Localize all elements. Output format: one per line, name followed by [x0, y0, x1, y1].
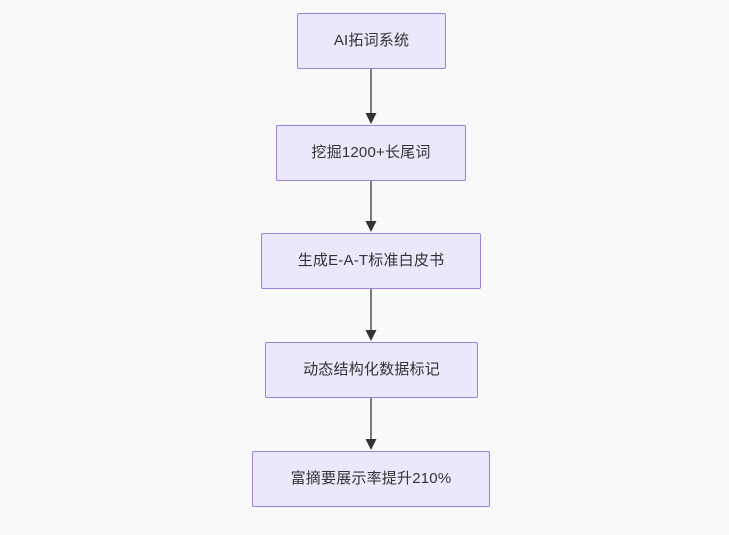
node-label: 动态结构化数据标记	[303, 361, 440, 378]
edge-connector-4	[365, 398, 377, 450]
node-ai-keyword-system[interactable]: AI拓词系统	[297, 13, 446, 69]
edge-connector-3	[365, 289, 377, 341]
node-label: 挖掘1200+长尾词	[311, 144, 431, 161]
node-label: AI拓词系统	[333, 32, 410, 49]
node-mine-longtail-keywords[interactable]: 挖掘1200+长尾词	[276, 125, 466, 181]
arrowhead-icon	[365, 113, 377, 124]
arrowhead-icon	[365, 330, 377, 341]
node-label: 生成E-A-T标准白皮书	[297, 252, 445, 269]
edge-connector-2	[365, 181, 377, 232]
arrowhead-icon	[365, 439, 377, 450]
node-generate-eat-whitepaper[interactable]: 生成E-A-T标准白皮书	[261, 233, 481, 289]
edge-connector-1	[365, 69, 377, 124]
node-rich-snippet-uplift[interactable]: 富摘要展示率提升210%	[252, 451, 490, 507]
node-dynamic-structured-data[interactable]: 动态结构化数据标记	[265, 342, 478, 398]
arrowhead-icon	[365, 221, 377, 232]
node-label: 富摘要展示率提升210%	[290, 470, 452, 487]
